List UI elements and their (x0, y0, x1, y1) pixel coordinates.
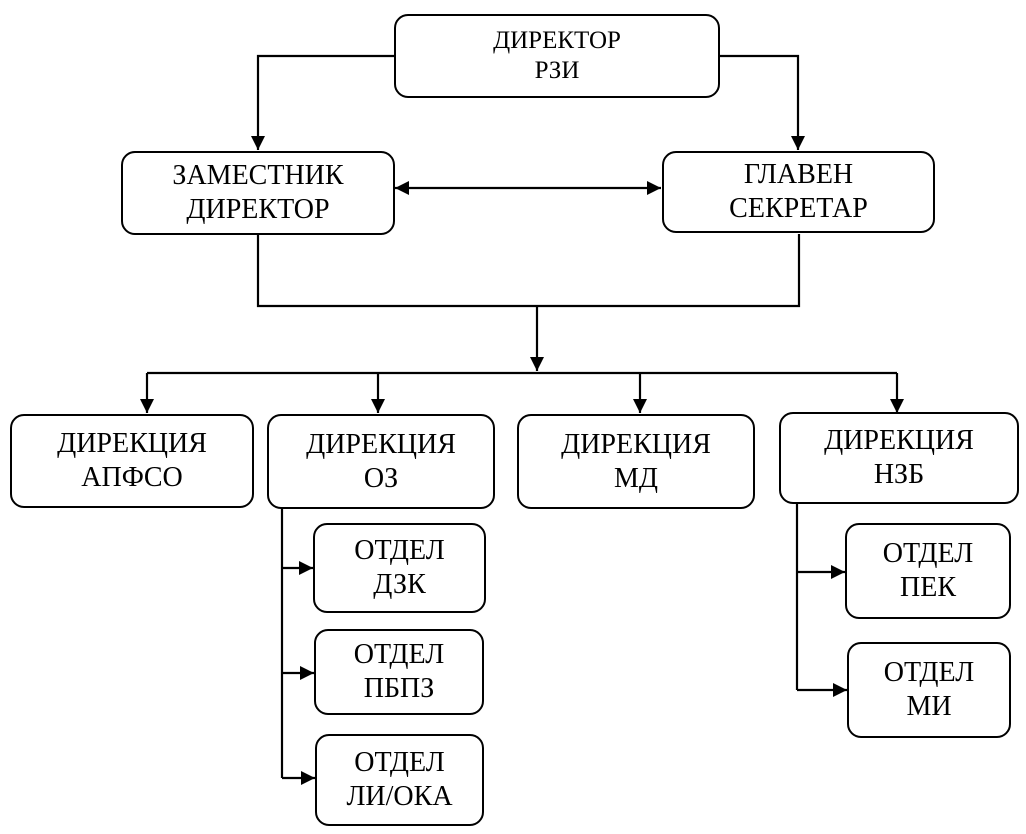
node-directorate-oz[interactable]: ДИРЕКЦИЯ ОЗ (267, 414, 495, 509)
node-department-mi[interactable]: ОТДЕЛ МИ (847, 642, 1011, 738)
node-department-pek-line2: ПЕК (900, 572, 956, 603)
node-department-pek-line1: ОТДЕЛ (882, 538, 974, 570)
node-department-li-oka-line2: ЛИ/ОКА (346, 781, 453, 812)
edge-management-bracket (256, 234, 801, 308)
node-chief-secretary-line1: ГЛАВЕН (743, 159, 854, 191)
node-directorate-apfso[interactable]: ДИРЕКЦИЯ АПФСО (10, 414, 254, 508)
node-department-mi-line2: МИ (906, 691, 952, 722)
node-director[interactable]: ДИРЕКТОР РЗИ (394, 14, 720, 98)
node-department-mi-line1: ОТДЕЛ (883, 657, 975, 689)
node-department-pek[interactable]: ОТДЕЛ ПЕК (845, 523, 1011, 619)
node-director-line2: РЗИ (534, 57, 580, 84)
edge-director-to-deputy (251, 54, 394, 150)
node-directorate-oz-line2: ОЗ (363, 462, 399, 494)
node-department-pbpz-line1: ОТДЕЛ (353, 639, 445, 671)
node-directorate-nzb-line1: ДИРЕКЦИЯ (824, 425, 974, 457)
node-deputy-director[interactable]: ЗАМЕСТНИК ДИРЕКТОР (121, 151, 395, 235)
node-deputy-director-line2: ДИРЕКТОР (186, 194, 330, 225)
node-department-li-oka[interactable]: ОТДЕЛ ЛИ/ОКА (315, 734, 484, 826)
node-chief-secretary[interactable]: ГЛАВЕН СЕКРЕТАР (662, 151, 935, 233)
node-chief-secretary-line2: СЕКРЕТАР (729, 193, 868, 224)
node-department-pbpz[interactable]: ОТДЕЛ ПБПЗ (314, 629, 484, 715)
node-department-li-oka-line1: ОТДЕЛ (354, 747, 445, 779)
node-director-line1: ДИРЕКТОР (493, 27, 621, 54)
node-department-dzk-line2: ДЗК (373, 569, 426, 600)
node-directorate-md-line2: МД (614, 462, 658, 494)
node-department-dzk-line1: ОТДЕЛ (354, 535, 445, 567)
node-department-dzk[interactable]: ОТДЕЛ ДЗК (313, 523, 486, 613)
node-directorate-apfso-line2: АПФСО (81, 462, 183, 493)
node-department-pbpz-line2: ПБПЗ (363, 673, 435, 704)
edge-director-to-secretary (720, 54, 805, 150)
node-directorate-md[interactable]: ДИРЕКЦИЯ МД (517, 414, 755, 509)
node-deputy-director-line1: ЗАМЕСТНИК (172, 160, 344, 192)
node-directorate-apfso-line1: ДИРЕКЦИЯ (57, 428, 207, 460)
node-directorate-nzb-line2: НЗБ (873, 459, 925, 490)
node-directorate-nzb[interactable]: ДИРЕКЦИЯ НЗБ (779, 412, 1019, 504)
node-directorate-md-line1: ДИРЕКЦИЯ (561, 428, 711, 460)
node-directorate-oz-line1: ДИРЕКЦИЯ (306, 428, 456, 460)
